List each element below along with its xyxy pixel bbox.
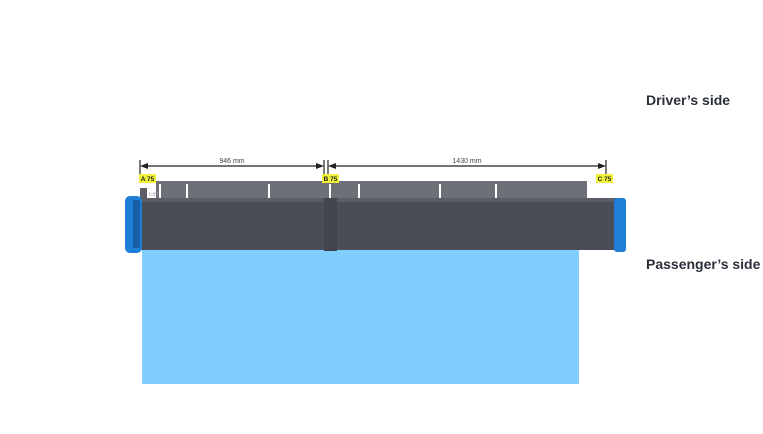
bracket-mark xyxy=(439,184,441,198)
drivers-side-label: Driver’s side xyxy=(646,92,731,108)
bracket-mark xyxy=(159,184,161,198)
wall-fitting-label: Ic/H xyxy=(149,192,158,198)
marker-c: C 75 xyxy=(596,174,613,183)
dimension-label-2: 1430 mm xyxy=(452,158,481,165)
awning-box xyxy=(140,198,618,250)
marker-a: A 75 xyxy=(139,174,156,183)
passengers-side-label: Passenger’s side xyxy=(646,256,761,272)
marker-a-label: A 75 xyxy=(141,176,155,183)
marker-b: B 75 xyxy=(322,174,339,183)
dimension-line-1 xyxy=(139,160,325,175)
mounting-bracket-markers xyxy=(159,184,497,198)
awning-joint xyxy=(324,198,337,251)
dimension-line-2 xyxy=(327,160,607,175)
end-cap-left-inner xyxy=(133,200,140,248)
bracket-mark xyxy=(186,184,188,198)
extended-fabric xyxy=(142,249,579,384)
bracket-mark xyxy=(329,184,331,198)
awning-box-top xyxy=(140,198,618,202)
bracket-mark xyxy=(495,184,497,198)
bracket-mark xyxy=(358,184,360,198)
marker-c-label: C 75 xyxy=(598,176,612,183)
wall-fitting xyxy=(140,188,147,200)
end-cap-right xyxy=(614,198,626,252)
cassette-strip xyxy=(156,181,587,199)
marker-b-label: B 75 xyxy=(324,176,338,183)
bracket-mark xyxy=(268,184,270,198)
dimension-label-1: 946 mm xyxy=(219,158,244,165)
